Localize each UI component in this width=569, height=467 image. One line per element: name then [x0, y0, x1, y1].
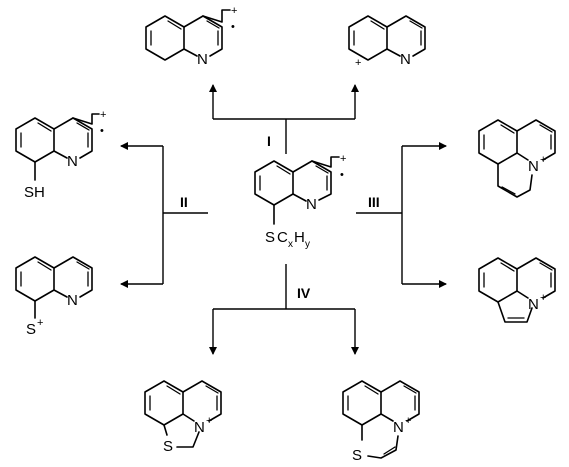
product-mercaptoquinoline-radical-cation: N SH + •	[15, 109, 106, 201]
central-plus-charge: +	[340, 153, 346, 165]
product-thiazoloquinolinium: S N +	[144, 380, 222, 455]
product-pyrroloquinolinium: N +	[478, 257, 556, 323]
product-quinolinyl-cation: N +	[348, 15, 426, 69]
step-label-ii: II	[180, 194, 188, 210]
sulfenyl-n-atom: N	[67, 292, 78, 309]
mercapto-sh-group: SH	[24, 184, 45, 201]
pathway-iii: III	[356, 142, 447, 288]
mercapto-radical-dot: •	[100, 125, 104, 137]
mercapto-n-atom: N	[67, 153, 78, 170]
step-label-iii: III	[368, 194, 380, 210]
central-subscript-y: y	[305, 239, 310, 250]
step-label-i: I	[267, 133, 271, 149]
mercapto-plus: +	[100, 109, 106, 121]
central-radical-dot: •	[340, 169, 344, 181]
step-label-iv: IV	[297, 285, 311, 301]
pathway-i: I	[209, 84, 359, 154]
central-n-atom: N	[306, 196, 317, 213]
benzoquinolizinium-plus: +	[540, 154, 546, 166]
sulfenyl-plus: +	[37, 317, 43, 329]
product-thiazinoquinolinium: S N +	[342, 380, 420, 464]
product-benzoquinolizinium: N +	[478, 119, 556, 198]
sulfenyl-s-atom: S	[26, 321, 36, 338]
benzoquinolizinium-n-atom: N	[528, 158, 539, 175]
central-h-atom: H	[294, 229, 305, 246]
quinolinyl-plus: +	[355, 57, 361, 69]
thiazino-plus: +	[405, 415, 411, 427]
pyrroloquinolinium-plus: +	[540, 292, 546, 304]
pyrroloquinolinium-n-atom: N	[528, 296, 539, 313]
central-subscript-x: x	[288, 239, 293, 250]
thiazino-n-atom: N	[393, 419, 404, 436]
central-c-atom: C	[277, 229, 288, 246]
pathway-iv: IV	[209, 264, 359, 355]
quinolinyl-n-atom: N	[400, 51, 411, 68]
quinoline-radical-dot: •	[231, 21, 235, 33]
quinoline-radical-plus: +	[231, 5, 237, 17]
product-quinoline-radical-cation: N + •	[145, 5, 237, 68]
pathway-ii: II	[120, 142, 208, 288]
thiazino-s-atom: S	[352, 447, 362, 464]
quinoline-radical-n-atom: N	[197, 51, 208, 68]
central-s-atom: S	[265, 229, 275, 246]
thiazolo-plus: +	[206, 415, 212, 427]
thiazolo-n-atom: N	[194, 419, 205, 436]
thiazolo-s-atom: S	[163, 438, 173, 455]
product-quinoline-sulfenyl-cation: N S +	[15, 256, 93, 338]
central-thioquinoline-radical-cation: N S C x H y + •	[254, 153, 346, 250]
